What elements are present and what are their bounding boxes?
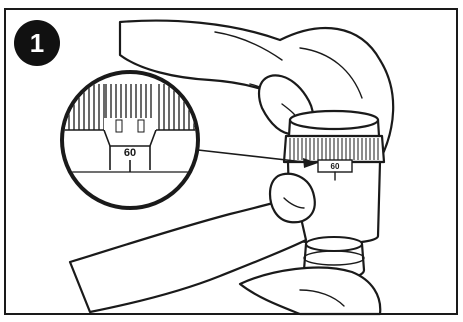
step-number: 1 [30, 28, 44, 58]
magnified-callout: 60 [60, 72, 200, 208]
step-badge: 1 [14, 20, 60, 66]
body-scale-value: 60 [331, 162, 340, 171]
zoom-scale-value: 60 [124, 147, 136, 159]
